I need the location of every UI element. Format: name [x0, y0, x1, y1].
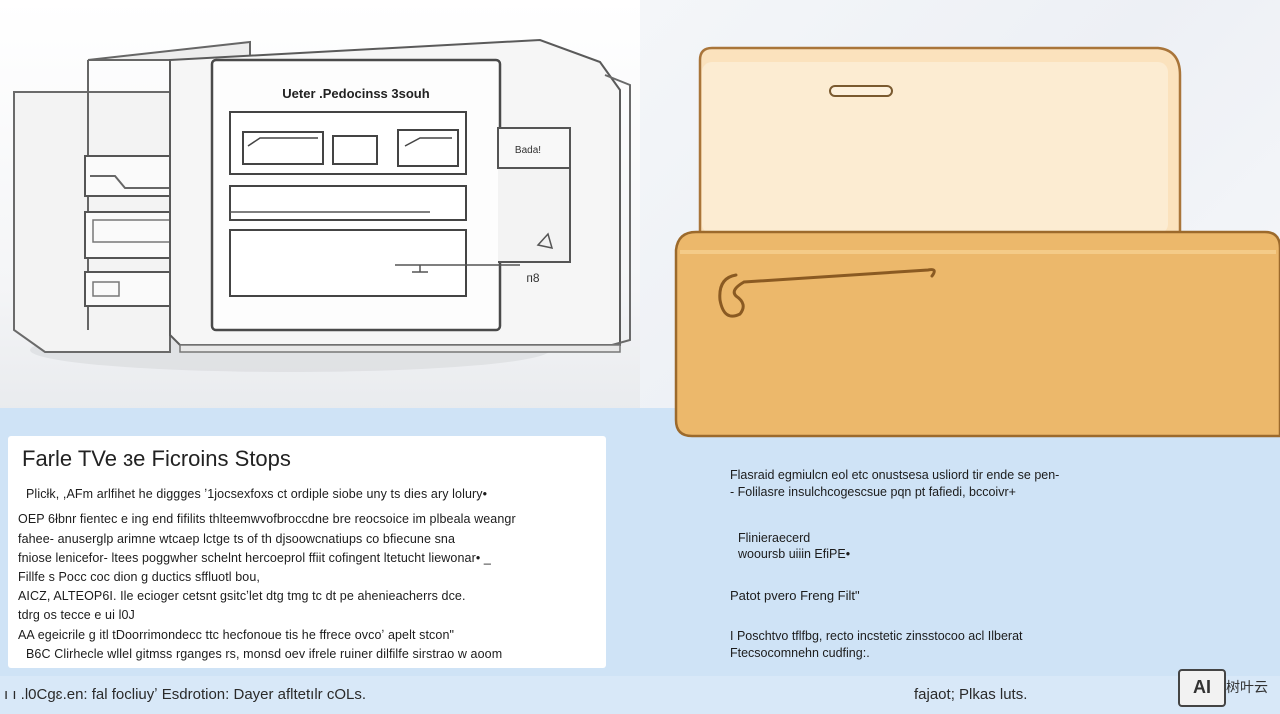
device-tag: ᴨ8: [526, 271, 539, 285]
card-line: Plicłk, ,AFm arlfihet he diggges ʼ1jocse…: [26, 487, 488, 501]
card-line: B6C Clirhecle wllel gitmss rganges rs, m…: [26, 647, 503, 661]
right-paragraph-line: Patot pvero Freng Filt": [730, 588, 860, 603]
text-card: [8, 436, 606, 668]
card-line: AA egeicrile g itl tDoorrimondecc ttc he…: [18, 628, 455, 642]
folder-illustration: [674, 46, 1280, 438]
right-paragraph-line: Ftecsocomnehn cudfing:.: [730, 646, 870, 660]
footer-caption-left: ı ı .l0Cgɛ.en: fal focliuyʼ Esdrotion: D…: [4, 686, 367, 703]
footer-caption-right: fajaot; Plkas luts.: [914, 686, 1028, 703]
card-line: OEP 6łbnr fientec e ing end fifilits thl…: [18, 512, 516, 526]
watermark-logo: AI: [1178, 669, 1226, 707]
footer-strip: [0, 676, 1280, 714]
card-line: AICZ, ALTEOP6I. Ile ecioger cetsnt gsitc…: [18, 589, 466, 603]
right-paragraph-line: I Poschtvo tflfbg, recto incstetic zinss…: [730, 629, 1023, 643]
device-title: Ueter .Pedocinss 3souh: [282, 86, 429, 101]
card-title: Farle TVe ɜe Ficroins Stops: [22, 446, 291, 471]
right-paragraph-line: Flinieraecerd: [738, 531, 811, 545]
card-line: tdrg os tecce e ui l0J: [18, 608, 135, 622]
document-device-illustration: Ueter .Pedocinss 3souh Bada! ᴨ8: [13, 38, 631, 372]
card-line: Fillfe s Pocc coc dion g ductics sffluot…: [18, 570, 260, 584]
card-line: fahee- anuserglp arimne wtcaep lctge ts …: [18, 532, 456, 546]
watermark-text: 树叶云: [1226, 679, 1268, 695]
right-paragraph-line: - Folilasre insulchcogescsue pqn pt fafi…: [730, 485, 1016, 499]
right-paragraph-line: wooursb uiiin EfiPE•: [738, 547, 851, 561]
card-line: fniose lenicefor- ltees poggwher schelnt…: [18, 551, 491, 565]
device-side-label: Bada!: [515, 145, 541, 156]
right-paragraph-line: Flasraid egmiulcn eol etc onustsesa usli…: [730, 468, 1060, 482]
